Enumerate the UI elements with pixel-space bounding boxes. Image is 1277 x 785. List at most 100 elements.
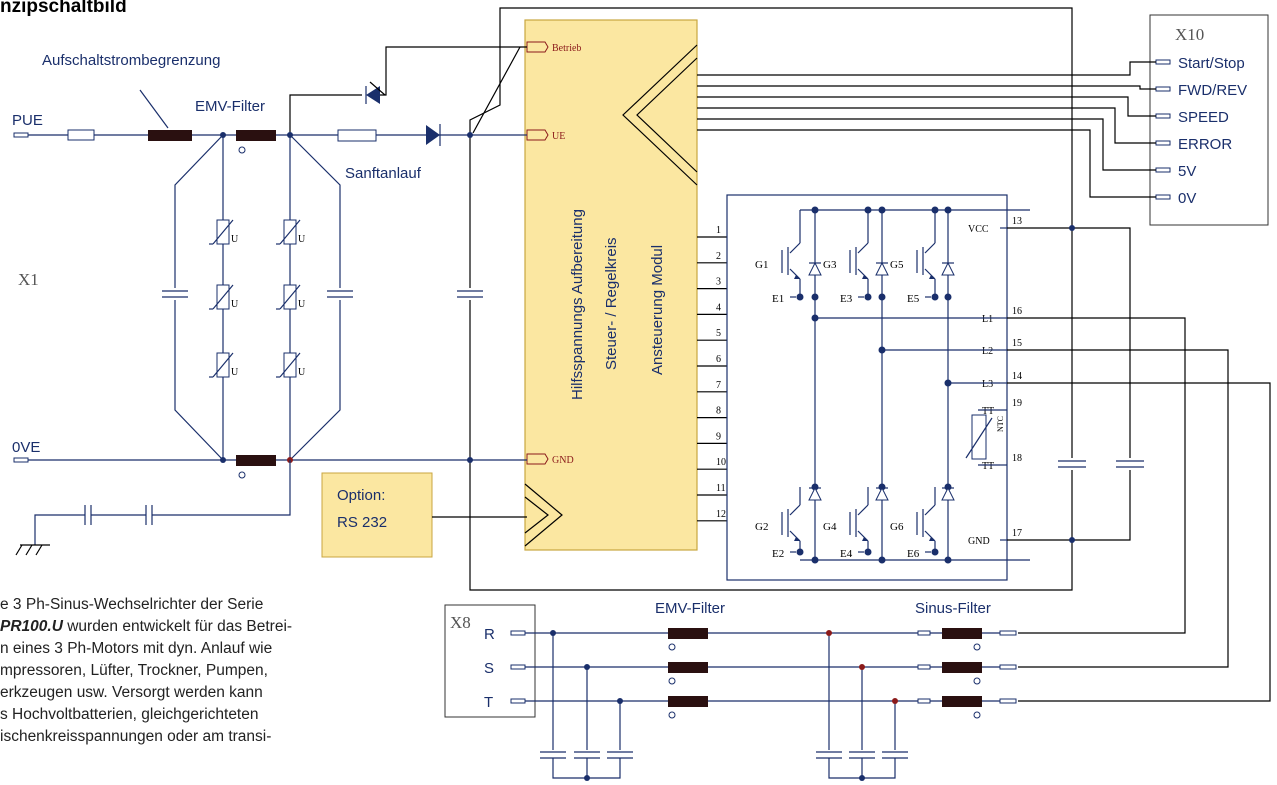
gate-pin-number: 5 — [716, 328, 721, 339]
gate-pin-number: 9 — [716, 431, 721, 442]
x8-phase-label: T — [484, 694, 493, 711]
svg-text:U: U — [298, 234, 306, 245]
description-line: ischenkreisspannungen oder am transi- — [0, 728, 272, 745]
igbt-module — [726, 194, 1008, 581]
module-pin-name: GND — [968, 536, 990, 547]
gate-pin-number: 2 — [716, 251, 721, 262]
description-line: s Hochvoltbatterien, gleichgerichteten — [0, 706, 259, 723]
module-pin-number: 15 — [1012, 338, 1022, 349]
gate-pin-number: 7 — [716, 380, 721, 391]
block-text-2: Steuer- / Regelkreis — [603, 237, 620, 370]
option-label: Option: — [337, 487, 385, 504]
module-pin-name: T — [982, 461, 988, 472]
module-pin-name: L2 — [982, 346, 993, 357]
x10-signal-label: SPEED — [1178, 109, 1229, 126]
description-line: n eines 3 Ph-Motors mit dyn. Anlauf wie — [0, 640, 273, 657]
block-text-1: Hilfsspannungs Aufbereitung — [569, 209, 586, 400]
gate-pin-number: 3 — [716, 277, 721, 288]
x10-terminal — [1155, 194, 1171, 200]
freewheel-diode — [875, 261, 889, 276]
control-block — [524, 19, 698, 551]
earth-symbol — [15, 544, 50, 556]
gate-pin-number: 8 — [716, 406, 721, 417]
svg-text:U: U — [231, 234, 239, 245]
dc-link-cap — [455, 288, 485, 300]
output-caps — [1058, 458, 1144, 470]
emv-choke-top — [236, 130, 276, 141]
igbt-emitter-label: E6 — [907, 548, 920, 560]
gate-pin-number: 11 — [716, 483, 726, 494]
x10-signal-label: 0V — [1178, 190, 1196, 207]
rs232-label: RS 232 — [337, 514, 387, 531]
igbt-gate-label: G1 — [755, 259, 768, 271]
module-pin-name: L3 — [982, 379, 993, 390]
earth-cap-2 — [145, 505, 153, 525]
gate-pin-number: 12 — [716, 509, 726, 520]
soft-start-resistor — [337, 129, 377, 142]
freewheel-diode — [941, 261, 955, 276]
svg-text:U: U — [231, 367, 239, 378]
x10-signal-label: 5V — [1178, 163, 1196, 180]
x8-phase-label: R — [484, 626, 495, 643]
x1-label: X1 — [18, 270, 39, 289]
emv-filter-bottom-label: EMV-Filter — [655, 600, 725, 617]
aufschalt-label: Aufschaltstrombegrenzung — [42, 52, 220, 69]
module-pin-number: 18 — [1012, 453, 1022, 464]
x8-label: X8 — [450, 613, 471, 632]
svg-text:U: U — [231, 299, 239, 310]
x10-signal-label: Start/Stop — [1178, 55, 1245, 72]
igbt-emitter-label: E5 — [907, 293, 920, 305]
emv-choke-bottom — [236, 455, 276, 466]
cap-x1-left — [160, 288, 190, 300]
port-ue: UE — [526, 129, 565, 142]
betrieb-wire — [380, 46, 527, 96]
bypass-wire — [289, 94, 362, 135]
freewheel-diode — [808, 486, 822, 501]
aufschalt-pointer — [139, 89, 169, 129]
x8-phase-list: RST — [484, 626, 526, 711]
x10-terminal — [1155, 86, 1171, 92]
igbt-emitter-label: E1 — [772, 293, 784, 305]
pue-terminal — [13, 132, 29, 138]
module-pin-number: 17 — [1012, 528, 1022, 539]
description-line: wurden entwickelt für das Betrei- — [62, 618, 293, 635]
ntc-label: NTC — [996, 416, 1005, 432]
x8-box — [444, 604, 536, 718]
block-chevron-inner — [636, 57, 698, 173]
port-ue-label: UE — [552, 131, 565, 142]
gate-pin-number: 1 — [716, 225, 721, 236]
port-gnd: GND — [526, 453, 574, 466]
x10-signal-label: FWD/REV — [1178, 82, 1247, 99]
emv-filter-top-label: EMV-Filter — [195, 98, 265, 115]
x10-terminal — [1155, 167, 1171, 173]
port-betrieb-label: Betrieb — [552, 43, 581, 54]
description-line: mpressoren, Lüfter, Trockner, Pumpen, — [0, 662, 268, 679]
module-pin-number: 13 — [1012, 216, 1022, 227]
earth-cap-1 — [84, 505, 92, 525]
varistors: U U U U U U — [209, 219, 306, 378]
svg-text:U: U — [298, 299, 306, 310]
gate-pin-number: 6 — [716, 354, 721, 365]
x10-terminal — [1155, 59, 1171, 65]
igbt-gate-label: G2 — [755, 521, 768, 533]
freewheel-diode — [808, 261, 822, 276]
block-text-3: Ansteuerung Modul — [649, 245, 666, 375]
module-pin-name: T — [982, 406, 988, 417]
port-betrieb: Betrieb — [526, 41, 581, 54]
igbt-gate-label: G5 — [890, 259, 904, 271]
igbt-emitter-label: E3 — [840, 293, 853, 305]
option-rs232-box — [321, 472, 433, 558]
series-name: PR100.U — [0, 618, 63, 635]
outer-loop-wire — [469, 7, 1073, 591]
inrush-limiter — [148, 130, 192, 141]
module-pin-number: 19 — [1012, 398, 1022, 409]
x8-terminal — [510, 664, 526, 670]
cap-x1-right — [325, 288, 355, 300]
